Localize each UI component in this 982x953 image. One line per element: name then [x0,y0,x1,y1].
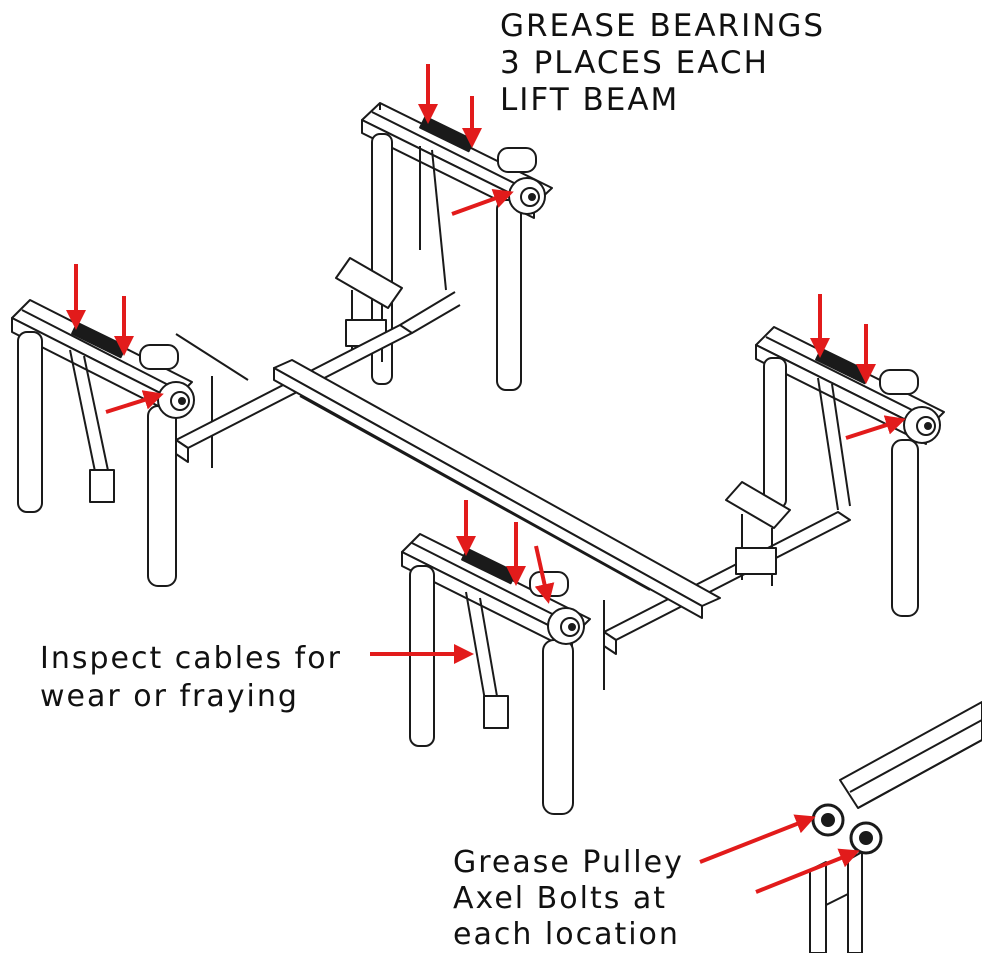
pulley-arrow [755,848,860,894]
lift-beam-right [755,326,945,617]
cradle-right [725,481,791,586]
bearing-arrow [534,545,555,604]
center-beam [273,359,721,619]
grease-bearings-label: GREASE BEARINGS 3 PLACES EACH LIFT BEAM [500,8,826,118]
grease-arrows [66,64,906,894]
lift-beam-back [361,102,553,391]
pulley-detail [809,701,982,953]
grease-pulley-label: Grease Pulley Axel Bolts at each locatio… [453,845,684,952]
bearing-arrow [451,189,514,216]
inspect-cables-label: Inspect cables for wear or fraying [40,641,342,714]
lift-beam-front [401,533,605,815]
bearing-arrow [845,415,906,440]
pulley-arrow [699,814,816,864]
bearing-arrow [105,390,164,414]
lift-beam-left [11,299,249,587]
